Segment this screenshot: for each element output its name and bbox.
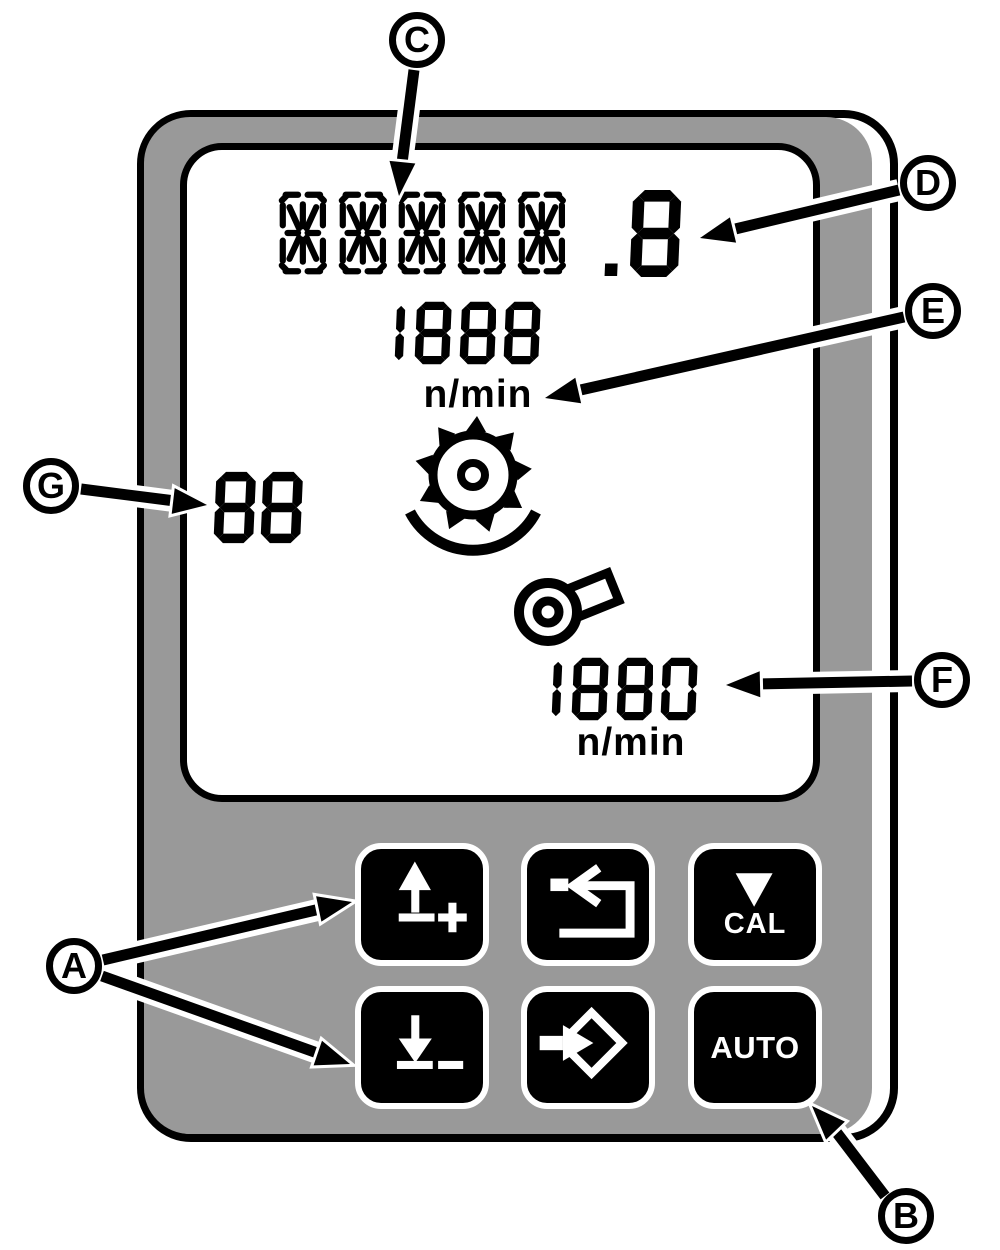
key-increase[interactable] — [355, 843, 489, 966]
metering-rpm-value — [392, 301, 542, 365]
key-cal[interactable]: CAL — [688, 843, 822, 966]
key-auto[interactable]: AUTO — [688, 986, 822, 1109]
key-enter[interactable] — [521, 986, 655, 1109]
fan-icon — [514, 566, 625, 646]
callout-a: A — [46, 938, 102, 994]
metering-wheel-icon — [405, 416, 541, 556]
callout-d: D — [900, 155, 956, 211]
callout-f: F — [914, 652, 970, 708]
callout-b: B — [878, 1188, 934, 1244]
auto-key-label: AUTO — [710, 1029, 800, 1065]
top-display-test-chars — [278, 189, 566, 277]
fan-rpm-unit: n/min — [576, 721, 686, 764]
tramline-counter-value — [213, 471, 303, 544]
arrow-down-minus-icon — [396, 1015, 464, 1069]
key-return[interactable] — [521, 843, 655, 966]
fan-rpm-value — [549, 657, 699, 721]
callout-g: G — [23, 458, 79, 514]
key-decrease[interactable] — [355, 986, 489, 1109]
callout-e: E — [905, 283, 961, 339]
enter-diamond-arrow-icon — [539, 1006, 628, 1080]
metering-rpm-unit: n/min — [423, 373, 533, 416]
callout-c: C — [389, 12, 445, 68]
filled-down-triangle-icon — [735, 873, 773, 907]
return-loop-arrow-icon — [550, 864, 635, 938]
top-display-decimal-value — [604, 189, 682, 278]
arrow-up-plus-icon — [398, 861, 467, 933]
cal-key-label: CAL — [723, 908, 787, 940]
